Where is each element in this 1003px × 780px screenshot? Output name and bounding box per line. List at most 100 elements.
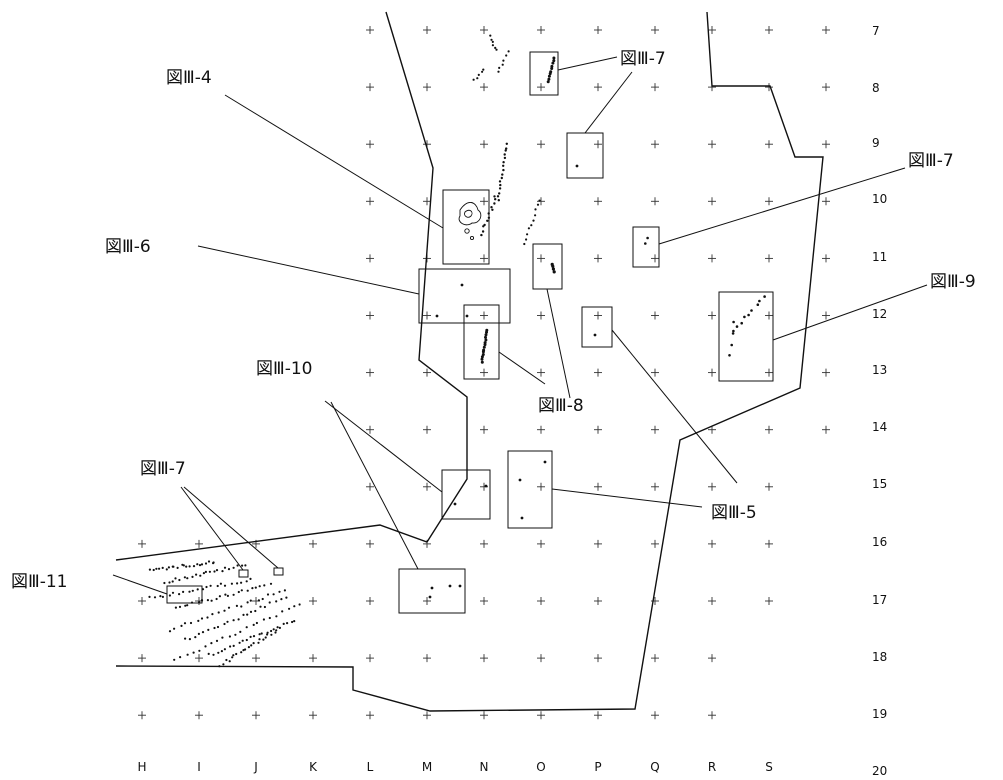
feature-dot (190, 601, 194, 604)
feature-dot (197, 619, 200, 623)
grid-cross (651, 711, 659, 720)
feature-dot (236, 582, 239, 585)
feature-dot (268, 601, 271, 604)
grid-cross (537, 197, 545, 206)
feature-dot (198, 601, 201, 604)
feature-dot (575, 164, 579, 168)
feature-dot (208, 570, 211, 573)
feature-dot (198, 649, 201, 652)
feature-dot (252, 635, 256, 638)
feature-dot (240, 581, 243, 584)
feature-dot (484, 338, 488, 342)
feature-dot (206, 616, 209, 619)
feature-dot (221, 636, 224, 639)
grid-cross (765, 254, 773, 263)
feature-dot (258, 633, 261, 636)
feature-dot (502, 164, 505, 167)
column-label-p: P (594, 760, 601, 774)
feature-dot (551, 264, 555, 268)
grid-cross (765, 311, 773, 320)
feature-dot (498, 66, 501, 69)
frame-fig-3-11 (166, 585, 203, 604)
grid-cross (480, 26, 488, 34)
column-labels: H I J K L M N O P Q R S (137, 760, 772, 774)
grid-cross (708, 140, 716, 149)
feature-dot (548, 72, 552, 76)
feature-dot (547, 74, 551, 78)
leader-fig-3-4 (224, 94, 444, 229)
feature-dot (205, 585, 208, 589)
outline-west-boundary (115, 11, 468, 561)
grid-cross (708, 26, 716, 34)
row-label-17: 17 (872, 593, 887, 607)
grid-cross (822, 26, 830, 34)
feature-dot (552, 56, 556, 60)
feature-dot (491, 208, 494, 211)
feature-dot (523, 242, 526, 246)
feature-dot (483, 343, 487, 347)
feature-dot (487, 216, 491, 219)
feature-dot (191, 575, 194, 579)
label-fig-3-5: 図Ⅲ-5 (711, 503, 757, 523)
frame-fig-3-5-upper (581, 306, 613, 348)
feature-dot (163, 581, 166, 585)
label-fig-3-7-right: 図Ⅲ-7 (908, 151, 954, 171)
feature-dot (272, 593, 275, 596)
row-label-11: 11 (872, 250, 887, 264)
grid-cross (537, 140, 545, 149)
feature-dot (178, 605, 182, 609)
feature-dot (168, 594, 171, 597)
feature-dot (275, 615, 278, 618)
feature-dot (234, 633, 237, 636)
row-label-12: 12 (872, 307, 887, 321)
feature-dot (200, 599, 204, 602)
feature-dot (298, 603, 301, 606)
grid-cross-marks (138, 26, 830, 720)
column-label-s: S (765, 760, 773, 774)
feature-dot (280, 598, 283, 601)
feature-dot (504, 149, 507, 152)
grid-cross (822, 197, 830, 206)
grid-cross (480, 368, 488, 377)
grid-cross (594, 425, 602, 434)
feature-dot (207, 560, 211, 563)
frame-fig-3-10-lower (398, 568, 466, 614)
feature-dot (536, 203, 540, 206)
feature-dot (206, 599, 209, 602)
feature-dot (258, 585, 261, 588)
feature-dot (257, 641, 260, 644)
grid-cross (651, 425, 659, 434)
feature-dot (257, 599, 260, 602)
feature-dot (204, 570, 207, 574)
row-labels: 7 8 9 10 11 12 13 14 15 16 17 18 19 20 (872, 24, 887, 778)
feature-dot (501, 173, 504, 176)
feature-dot (262, 618, 265, 621)
feature-dot (189, 621, 193, 625)
feature-dot (505, 54, 508, 57)
feature-dot (229, 645, 232, 648)
feature-dot (237, 590, 240, 594)
feature-dot (228, 660, 231, 663)
feature-dot (182, 564, 185, 567)
grid-cross (765, 482, 773, 491)
feature-dot (763, 295, 766, 298)
feature-dot (224, 593, 227, 596)
feature-dot (502, 168, 505, 172)
feature-dot (249, 610, 253, 614)
feature-dot (550, 67, 554, 70)
feature-dot (258, 638, 261, 641)
feature-dot (217, 651, 220, 654)
feature-dot (491, 40, 494, 44)
feature-dot (216, 584, 219, 588)
feature-dot (200, 563, 204, 566)
contour-ring-a (464, 228, 470, 234)
feature-dot (192, 565, 196, 568)
grid-cross (366, 482, 374, 491)
grid-cross (423, 197, 431, 206)
grid-cross (366, 654, 374, 663)
feature-dot (197, 632, 200, 636)
feature-dot (530, 224, 533, 227)
grid-cross (765, 368, 773, 377)
feature-dot (503, 153, 506, 156)
feature-dot (172, 565, 175, 568)
